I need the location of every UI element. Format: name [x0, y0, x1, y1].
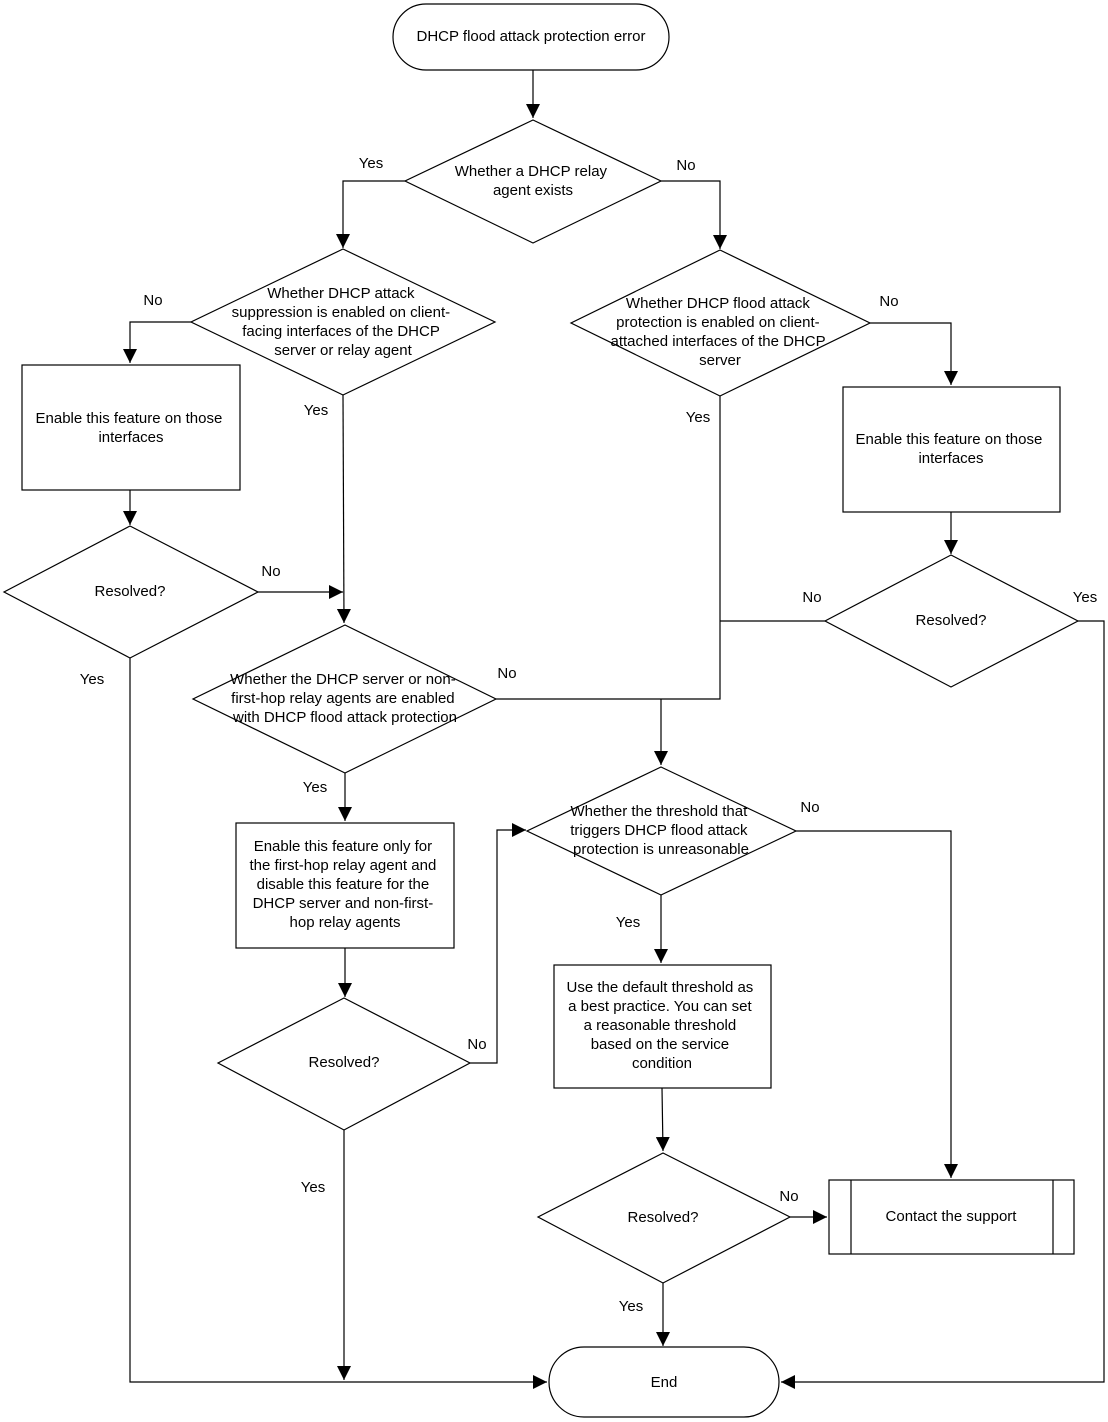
label-threshold-no: No	[800, 799, 819, 816]
flood-client-question: Whether DHCP flood attack protection is …	[610, 295, 829, 369]
decision-relay-exists	[403, 119, 663, 244]
process-contact-support	[828, 1179, 1075, 1255]
suppression-question: Whether DHCP attack suppression is enabl…	[232, 285, 455, 359]
end-label: End	[651, 1374, 678, 1391]
shapes	[2, 3, 1080, 1418]
label-flood-client-no: No	[879, 293, 898, 310]
enable-left-label: Enable this feature on those interfaces	[36, 410, 227, 446]
label-relay-yes: Yes	[359, 155, 383, 172]
decision-resolved-mid	[216, 997, 472, 1131]
server-nonfirst-question: Whether the DHCP server or non- first-ho…	[230, 671, 460, 726]
edge-resolved-mid-no	[470, 823, 526, 1064]
edge-suppression-no	[123, 321, 191, 363]
process-enable-right	[842, 386, 1061, 513]
edge-relay-no	[661, 180, 727, 249]
firsthop-label: Enable this feature only for the first-h…	[250, 838, 441, 931]
end-terminal	[548, 1346, 780, 1418]
node-labels: DHCP flood attack protection error Wheth…	[36, 28, 1047, 1391]
label-resolved-mid-no: No	[467, 1036, 486, 1053]
threshold-question: Whether the threshold that triggers DHCP…	[570, 803, 751, 858]
process-firsthop-only	[235, 822, 455, 949]
edge-flood-client-yes	[496, 396, 721, 700]
decision-server-nonfirst	[191, 624, 498, 774]
connectors	[123, 70, 1105, 1389]
process-enable-left	[21, 364, 241, 491]
edge-labels: Yes No No Yes No Yes No Yes No Yes No Ye…	[80, 155, 1097, 1315]
default-threshold-label: Use the default threshold as a best prac…	[567, 979, 758, 1072]
label-suppression-no: No	[143, 292, 162, 309]
edge-relay-yes	[336, 180, 405, 248]
label-relay-no: No	[676, 157, 695, 174]
label-flood-client-yes: Yes	[686, 409, 710, 426]
edge-suppression-yes	[336, 394, 351, 624]
resolved-right-label: Resolved?	[916, 612, 987, 629]
label-suppression-yes: Yes	[304, 402, 328, 419]
decision-suppression-enabled	[189, 248, 497, 396]
label-resolved-right-yes: Yes	[1073, 589, 1097, 606]
edge-resolved-right-yes	[781, 620, 1105, 1389]
decision-resolved-right	[823, 554, 1080, 688]
label-resolved-left-yes: Yes	[80, 671, 104, 688]
label-server-nonfirst-yes: Yes	[303, 779, 327, 796]
decision-resolved-bottom	[536, 1152, 792, 1284]
decision-threshold-unreasonable	[525, 766, 798, 896]
resolved-mid-label: Resolved?	[309, 1054, 380, 1071]
process-default-threshold	[553, 964, 772, 1089]
label-server-nonfirst-no: No	[497, 665, 516, 682]
label-resolved-mid-yes: Yes	[301, 1179, 325, 1196]
edge-flood-client-no	[870, 322, 958, 385]
label-resolved-bottom-yes: Yes	[619, 1298, 643, 1315]
relay-question: Whether a DHCP relay agent exists	[455, 163, 611, 199]
label-resolved-left-no: No	[261, 563, 280, 580]
start-label: DHCP flood attack protection error	[417, 28, 646, 45]
label-resolved-bottom-no: No	[779, 1188, 798, 1205]
label-threshold-yes: Yes	[616, 914, 640, 931]
start-terminal	[392, 3, 670, 71]
edge-threshold-no	[796, 830, 958, 1178]
enable-right-label: Enable this feature on those interfaces	[856, 431, 1047, 467]
contact-support-label: Contact the support	[886, 1208, 1018, 1225]
decision-resolved-left	[2, 525, 260, 659]
resolved-bottom-label: Resolved?	[628, 1209, 699, 1226]
edge-default-to-resolved	[655, 1087, 670, 1152]
resolved-left-label: Resolved?	[95, 583, 166, 600]
label-resolved-right-no: No	[802, 589, 821, 606]
decision-flood-client-enabled	[569, 249, 872, 397]
edge-resolved-left-yes	[129, 658, 547, 1389]
